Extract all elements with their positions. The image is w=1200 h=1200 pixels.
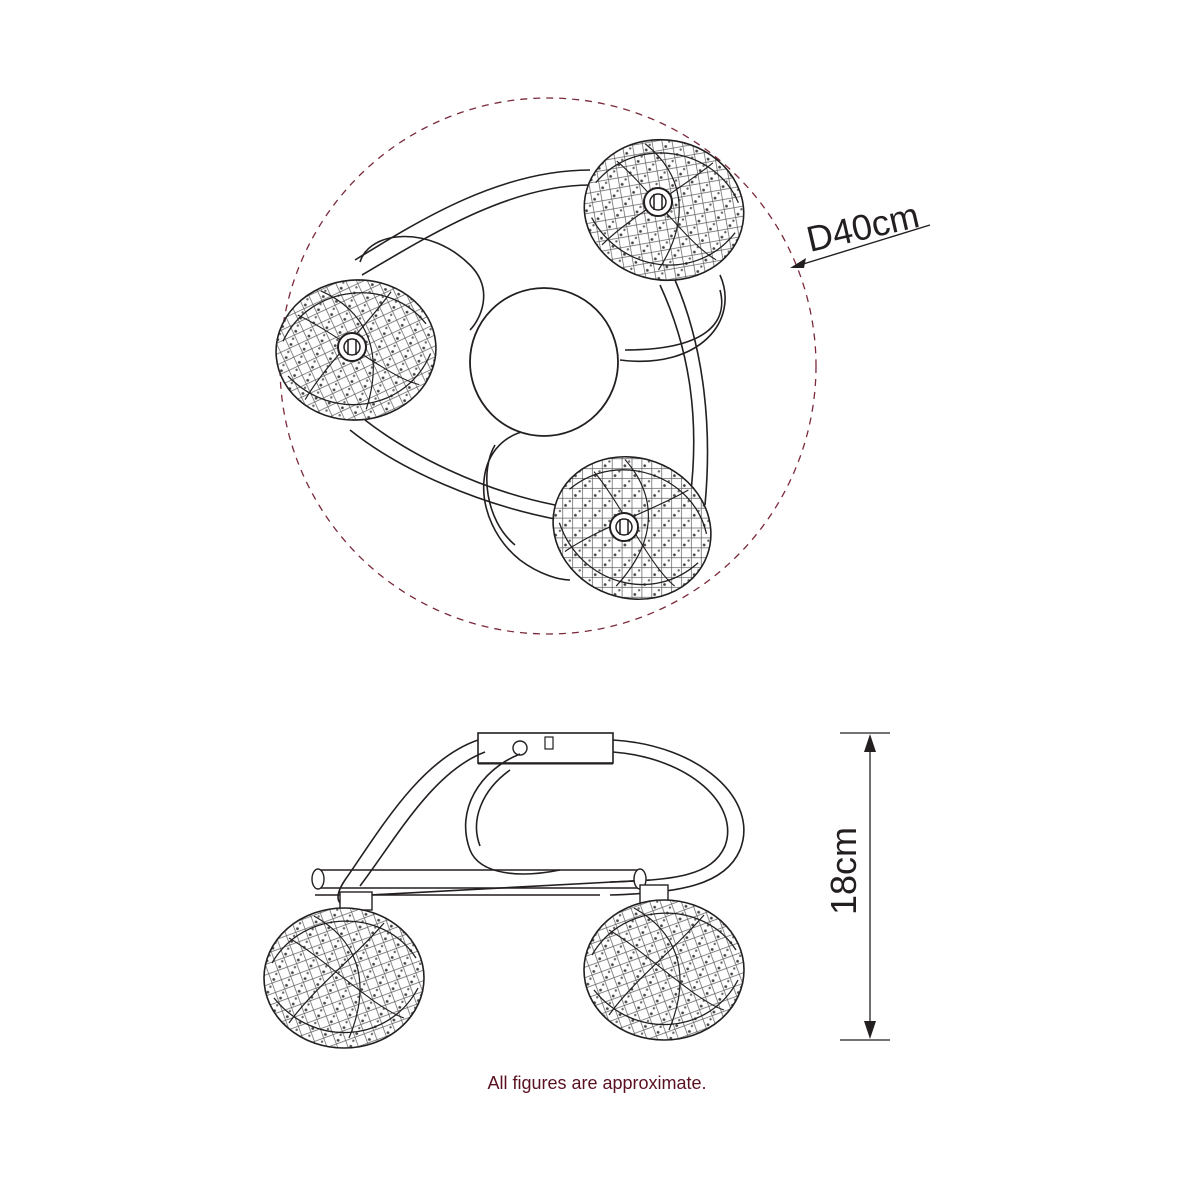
diameter-label: D40cm	[803, 194, 923, 260]
height-arrow-down-icon	[864, 1021, 876, 1039]
socket-bottom	[609, 512, 639, 542]
height-arrow-up-icon	[864, 734, 876, 752]
diameter-arrow-icon	[790, 258, 806, 268]
outline-dashed-circle	[279, 97, 817, 635]
side-shade-left	[263, 907, 425, 1049]
arms	[349, 169, 726, 581]
diameter-leader-line	[799, 224, 931, 266]
side-arms	[315, 739, 745, 909]
top-view: D40cm	[269, 97, 931, 635]
socket-left	[337, 332, 367, 362]
height-dimension	[840, 732, 890, 1041]
footnote: All figures are approximate.	[487, 1073, 706, 1093]
height-label: 18cm	[823, 827, 864, 915]
side-shade-right	[583, 899, 745, 1041]
side-view: 18cm	[263, 732, 890, 1049]
ceiling-canopy	[469, 287, 619, 437]
socket-top	[643, 187, 673, 217]
